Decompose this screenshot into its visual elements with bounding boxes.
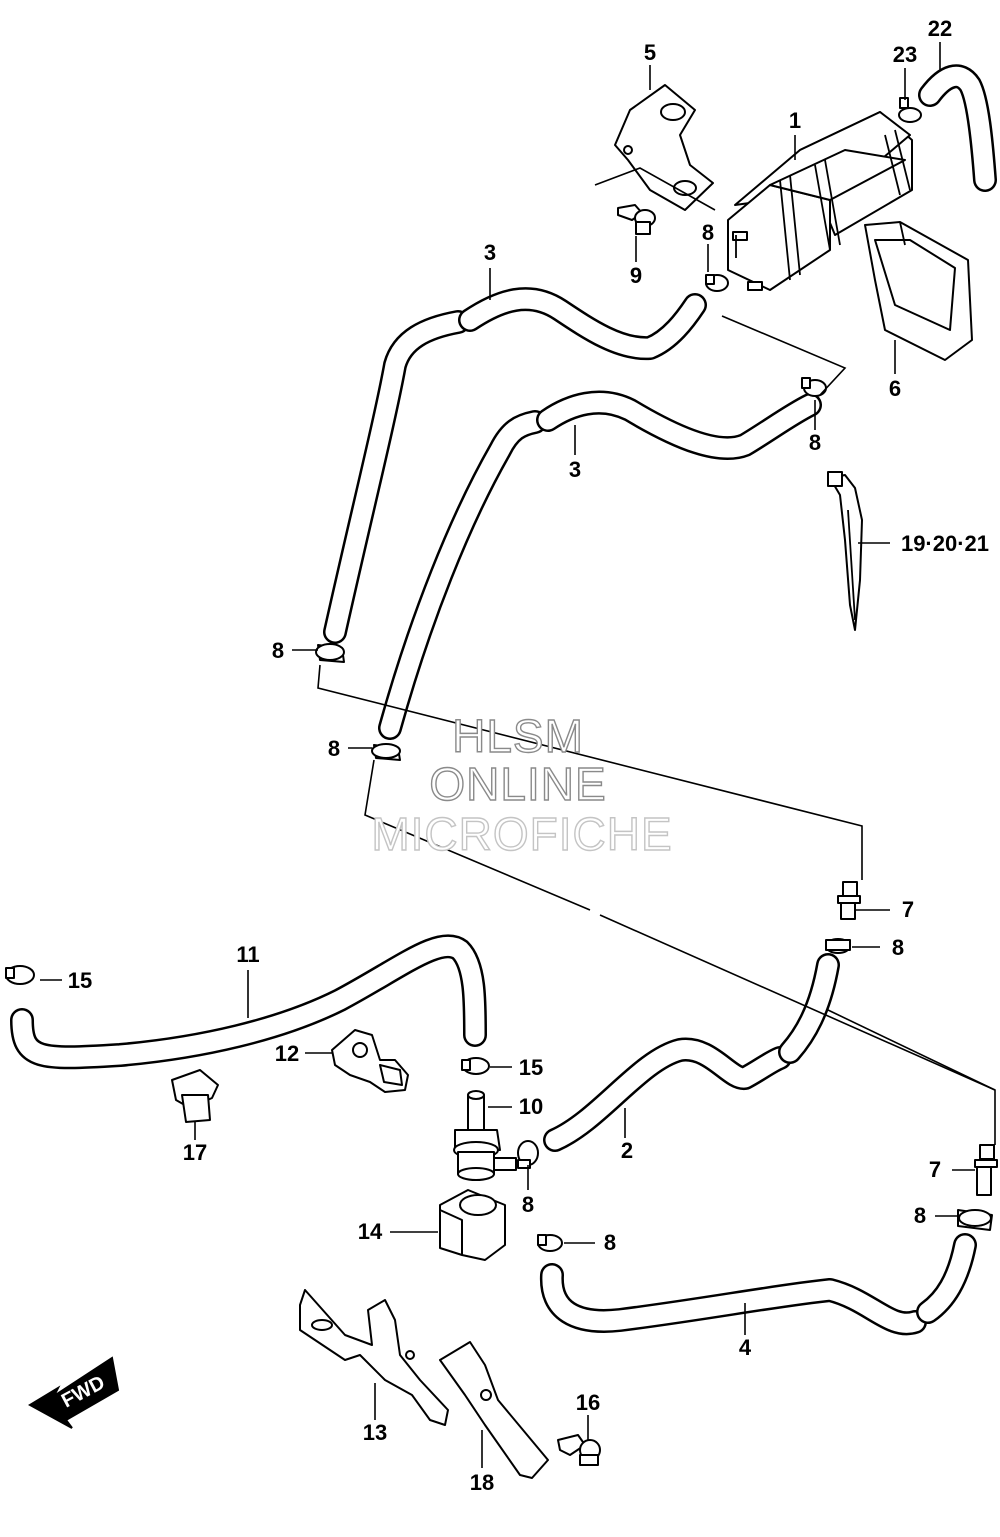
watermark: HLSM ONLINE MICROFICHE — [371, 709, 673, 860]
reference-lines — [40, 42, 996, 1468]
callout-8-upper-right[interactable]: 8 — [809, 430, 821, 455]
hose-22[interactable] — [918, 64, 997, 192]
callout-6[interactable]: 6 — [889, 376, 901, 401]
callout-3-lower[interactable]: 3 — [569, 457, 581, 482]
callout-2[interactable]: 2 — [621, 1138, 633, 1163]
bolt-9[interactable] — [617, 204, 656, 235]
watermark-line-2: ONLINE — [429, 758, 606, 810]
callout-4[interactable]: 4 — [739, 1335, 752, 1360]
callout-8-valve[interactable]: 8 — [522, 1192, 534, 1217]
callout-3-upper[interactable]: 3 — [484, 240, 496, 265]
callout-1[interactable]: 1 — [789, 108, 801, 133]
bolt-16[interactable] — [557, 1434, 601, 1466]
bracket-18[interactable] — [439, 1341, 549, 1479]
valve-holder[interactable] — [439, 1189, 506, 1261]
callout-22[interactable]: 22 — [928, 16, 952, 41]
callout-9[interactable]: 9 — [630, 263, 642, 288]
clamp-15-valve[interactable] — [461, 1057, 490, 1075]
callout-8-canister[interactable]: 8 — [702, 220, 714, 245]
purge-valve[interactable] — [453, 1090, 517, 1181]
clamp-8-lower-right[interactable] — [957, 1209, 993, 1231]
callout-labels: 1 2 3 3 4 5 6 7 7 8 8 8 8 8 8 8 8 9 10 1… — [68, 16, 989, 1495]
hose-2[interactable] — [543, 953, 840, 1152]
callout-18[interactable]: 18 — [470, 1470, 494, 1495]
callout-17[interactable]: 17 — [183, 1140, 207, 1165]
callout-12[interactable]: 12 — [275, 1041, 299, 1066]
callout-11[interactable]: 11 — [236, 942, 259, 967]
clamp-8-left-2[interactable] — [371, 743, 401, 761]
canister-bracket[interactable] — [614, 84, 714, 211]
callout-5[interactable]: 5 — [644, 40, 656, 65]
callout-8-lower-right[interactable]: 8 — [914, 1203, 926, 1228]
canister-cover[interactable] — [864, 221, 973, 361]
canister[interactable] — [727, 111, 913, 291]
callout-19-20-21[interactable]: 19·20·21 — [901, 531, 989, 556]
joint-7-lower[interactable] — [974, 1144, 998, 1196]
hose-3-upper[interactable] — [323, 287, 707, 644]
clamp-8-valve[interactable] — [517, 1140, 539, 1169]
callout-8-left-2[interactable]: 8 — [328, 736, 340, 761]
clamp-8-canister[interactable] — [705, 274, 729, 292]
callout-16[interactable]: 16 — [576, 1390, 600, 1415]
hose-clip-12[interactable] — [331, 1029, 409, 1093]
callout-7-lower[interactable]: 7 — [929, 1157, 941, 1182]
callout-14[interactable]: 14 — [358, 1219, 383, 1244]
callout-13[interactable]: 13 — [363, 1420, 387, 1445]
cable-tie[interactable] — [827, 471, 863, 631]
hose-4[interactable] — [539, 1233, 977, 1336]
clamp-8-mid-right[interactable] — [825, 938, 851, 954]
clamp-15-left[interactable] — [5, 965, 35, 985]
clamp-8-lower[interactable] — [537, 1234, 563, 1252]
callout-15-valve[interactable]: 15 — [519, 1055, 543, 1080]
forward-arrow-icon: FWD — [27, 1356, 120, 1429]
callout-15-left[interactable]: 15 — [68, 968, 92, 993]
hose-3-lower[interactable] — [378, 390, 822, 740]
clamp-23[interactable] — [898, 97, 922, 123]
callout-7-upper[interactable]: 7 — [902, 897, 914, 922]
callout-8-left-1[interactable]: 8 — [272, 638, 284, 663]
callout-10[interactable]: 10 — [519, 1094, 543, 1119]
joint-7-upper[interactable] — [837, 881, 861, 920]
callout-23[interactable]: 23 — [893, 42, 917, 67]
callout-8-lower[interactable]: 8 — [604, 1230, 616, 1255]
callout-8-mid-right[interactable]: 8 — [892, 935, 904, 960]
clip-17[interactable] — [171, 1069, 219, 1123]
clamp-8-left-1[interactable] — [315, 643, 345, 663]
hose-11[interactable] — [10, 934, 487, 1070]
bracket-13[interactable] — [299, 1289, 449, 1426]
watermark-line-3: MICROFICHE — [371, 808, 672, 860]
watermark-line-1: HLSM — [452, 710, 584, 762]
